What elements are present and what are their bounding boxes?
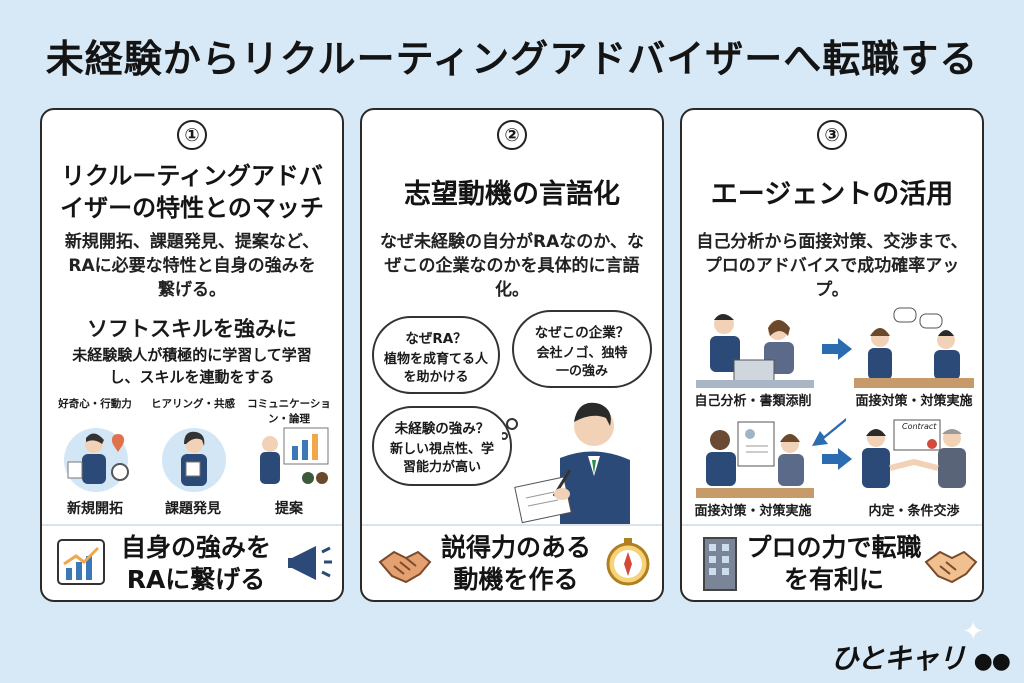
card-3: ③ エージェントの活用 自己分析から面接対策、交渉まで、プロのアドバイスで成功確… [680,108,984,602]
consultation-illustration [696,314,814,388]
arrow-right-icon [822,338,852,360]
card-body: なぜ未経験の自分がRAなのか、なぜこの企業なのかを具体的に言語化。 [380,232,644,300]
step-caption: 面接対策・対策実施 [694,504,812,519]
step-caption: 内定・条件交渉 [868,504,960,519]
card-sub-text: 未経験験人が積極的に学習して学習し、スキルを連動をする [72,346,312,386]
card-footer: 自身の強みをRAに繋げる [42,524,342,600]
thought-bubble: なぜこの企業？ 会社ノゴ、独特一の強み [512,310,652,388]
card-footer: 説得力のある動機を作る [362,524,662,600]
card-heading: 志望動機の言語化 [404,179,620,210]
arrow-right-icon [822,448,852,470]
card-heading: エージェントの活用 [710,179,954,210]
bubble-answer: 新しい視点性、学習能力が高い [389,442,494,475]
contract-handshake-illustration [862,419,966,488]
card-heading: リクルーティングアドバイザーの特性とのマッチ [60,162,324,222]
card-1: ① リクルーティングアドバイザーの特性とのマッチ 新規開拓、課題発見、提案など、… [40,108,344,602]
skill-caption: 新規開拓 [67,501,123,517]
step-caption: 自己分析・書類添削 [694,394,812,409]
bubble-question: なぜRA？ [405,331,467,347]
skill-caption: 提案 [275,501,303,517]
explorer-person-icon [64,428,129,492]
sparkle-icon: ✦ [962,617,984,647]
phone-person-icon [162,428,226,492]
bubble-question: なぜこの企業？ [534,325,630,341]
skill-label: 好奇心・行動力 [58,398,132,410]
skill-label: ヒアリング・共感 [151,398,235,410]
card-number: ③ [817,120,847,150]
card-number: ① [177,120,207,150]
card-2: ② 志望動機の言語化 なぜ未経験の自分がRAなのか、なぜこの企業なのかを具体的に… [360,108,664,602]
thought-bubble: なぜRA？ 植物を成育てる人を助かける [372,316,500,394]
card-body: 自己分析から面接対策、交渉まで、プロのアドバイスで成功確率アップ。 [696,232,968,300]
bubble-answer: 会社ノゴ、独特一の強み [536,346,628,379]
interview-illustration [854,307,974,388]
megaphone-icon [288,546,332,580]
card-footer: プロの力で転職を有利に [682,524,982,600]
footer-text: 説得力のある動機を作る [440,533,591,594]
thinking-person-icon [502,402,630,526]
people-icon: ●● [973,649,1011,674]
logo-text: ひとキャリ [830,642,966,675]
footer-text: 自身の強みをRAに繋げる [120,533,271,594]
page-title: 未経験からリクルーティングアドバイザーへ転職する [45,37,979,81]
skill-caption: 課題発見 [165,501,221,517]
card-sub-heading: ソフトスキルを強みに [87,317,297,341]
bubble-question: 未経験の強み？ [394,421,490,437]
contract-label: Contract [902,422,937,431]
step-caption: 面接対策・対策実施 [855,394,973,409]
document-review-illustration [696,421,814,498]
bubble-answer: 植物を成育てる人を助かける [384,352,489,385]
compass-icon [606,538,650,586]
growth-chart-icon [57,539,105,585]
handshake-icon [924,550,978,584]
arrow-down-left-icon [812,418,846,446]
thought-bubble: 未経験の強み？ 新しい視点性、学習能力が高い [372,406,512,486]
brand-logo: ひとキャリ ●● [830,637,1011,677]
footer-text: プロの力で転職を有利に [746,533,922,594]
card-number: ② [497,120,527,150]
building-icon [703,537,737,591]
handshake-icon [378,550,432,584]
card-body: 新規開拓、課題発見、提案など、RAに必要な特性と自身の強みを繋げる。 [64,232,320,300]
skill-label: コミュニケーション・論理 [247,398,331,425]
presentation-icon [260,427,329,484]
